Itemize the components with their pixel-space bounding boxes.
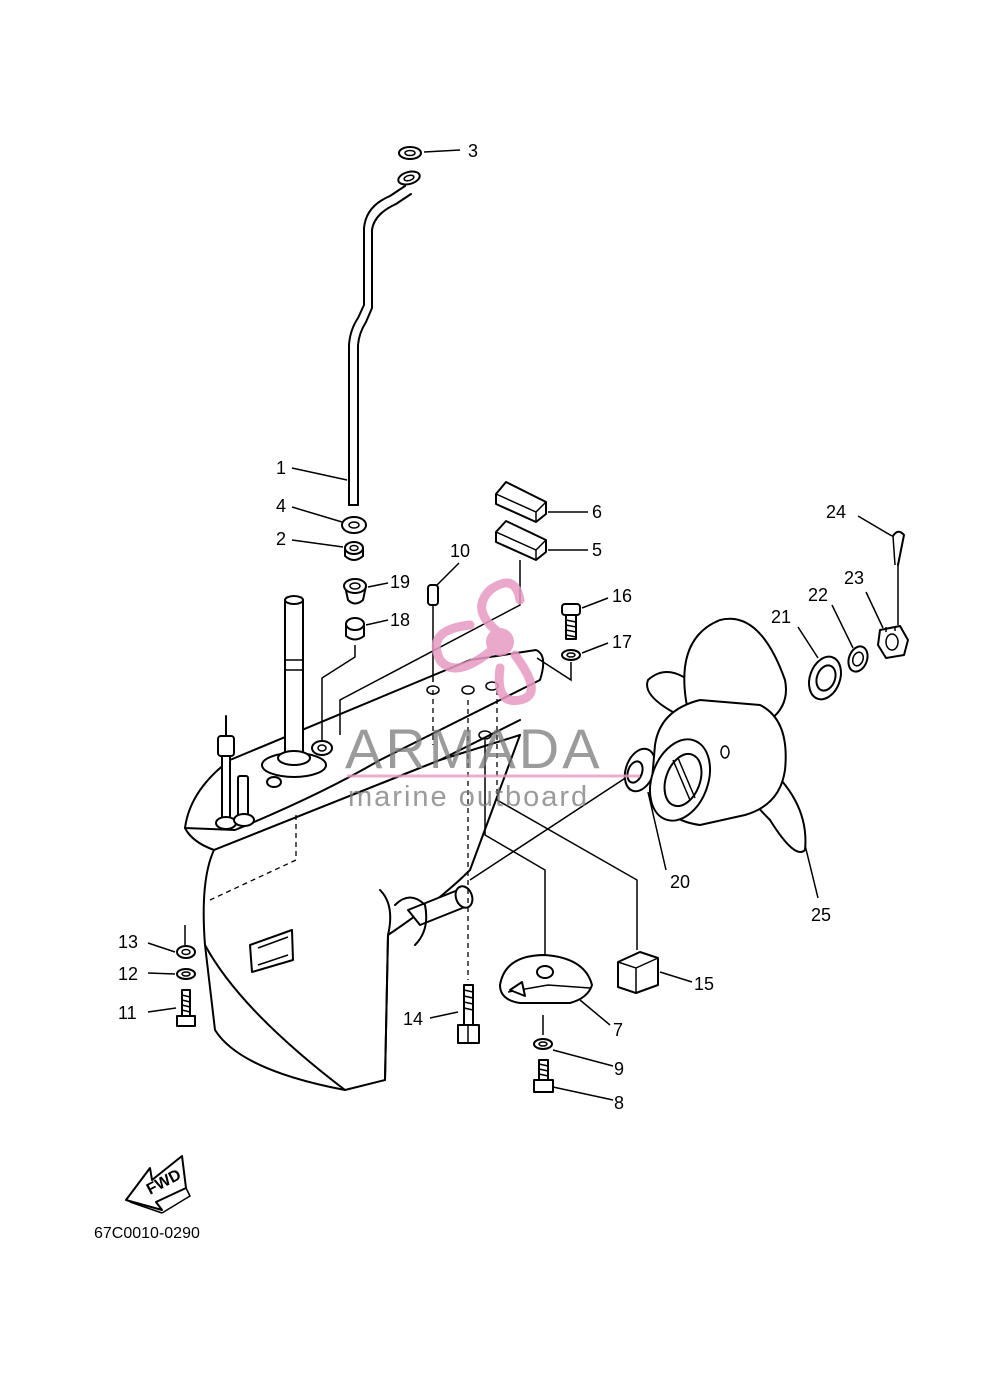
shim-6 xyxy=(495,481,547,523)
lower-casing xyxy=(184,595,545,1091)
callout-20: 20 xyxy=(670,872,690,892)
spacer-22 xyxy=(847,645,869,673)
bolt-8 xyxy=(533,1059,554,1093)
callout-5: 5 xyxy=(592,540,602,560)
seal-ring-3 xyxy=(398,146,422,160)
bolt-11 xyxy=(176,989,196,1027)
dowel-pin-10 xyxy=(427,584,439,606)
washer-17 xyxy=(561,649,581,661)
bushing-18 xyxy=(345,617,365,641)
grommet-19 xyxy=(343,578,367,605)
shim-5 xyxy=(495,520,547,561)
callout-13: 13 xyxy=(118,932,138,952)
thrust-washer-21 xyxy=(808,655,842,701)
washer-9 xyxy=(533,1038,553,1050)
callout-1: 1 xyxy=(276,458,286,478)
callout-11: 11 xyxy=(118,1003,137,1023)
callout-leaders xyxy=(147,149,899,1101)
assembly-lines xyxy=(184,560,899,1035)
water-pipe xyxy=(348,170,421,506)
bolt-14 xyxy=(457,984,480,1044)
watermark: ARMADA marine outboard xyxy=(345,578,640,813)
callout-17: 17 xyxy=(612,632,632,652)
callout-6: 6 xyxy=(592,502,602,522)
callout-18: 18 xyxy=(390,610,410,630)
callout-labels: 3 1 4 2 19 18 6 5 10 16 17 24 23 22 21 2… xyxy=(118,141,864,1113)
callout-25: 25 xyxy=(811,905,831,925)
drawing-code: 67C0010-0290 xyxy=(94,1225,200,1242)
bolt-16 xyxy=(561,603,581,640)
callout-14: 14 xyxy=(403,1009,423,1029)
cotter-pin-24 xyxy=(892,530,905,566)
callout-21: 21 xyxy=(771,607,791,627)
washer-13 xyxy=(176,945,196,959)
trim-tab-anode-7 xyxy=(499,954,593,1004)
washer-12 xyxy=(176,968,196,980)
callout-24: 24 xyxy=(826,502,846,522)
fwd-arrow: FWD xyxy=(125,1155,191,1214)
armada-propeller-logo-icon xyxy=(431,578,536,706)
callout-16: 16 xyxy=(612,586,632,606)
callout-3: 3 xyxy=(468,141,478,161)
callout-15: 15 xyxy=(694,974,714,994)
callout-2: 2 xyxy=(276,529,286,549)
callout-4: 4 xyxy=(276,496,286,516)
callout-7: 7 xyxy=(613,1020,623,1040)
spacer-20 xyxy=(623,747,657,793)
watermark-brand: ARMADA xyxy=(345,717,603,780)
callout-8: 8 xyxy=(614,1093,624,1113)
callout-10: 10 xyxy=(450,541,470,561)
callout-23: 23 xyxy=(844,568,864,588)
callout-9: 9 xyxy=(614,1059,624,1079)
callout-22: 22 xyxy=(808,585,828,605)
grommet-2 xyxy=(344,541,364,561)
anode-15 xyxy=(617,951,659,994)
callout-12: 12 xyxy=(118,964,138,984)
watermark-tagline: marine outboard xyxy=(348,781,589,813)
grommet-4 xyxy=(341,516,367,534)
propeller-25 xyxy=(646,617,807,853)
callout-19: 19 xyxy=(390,572,410,592)
castle-nut-23 xyxy=(877,625,909,659)
